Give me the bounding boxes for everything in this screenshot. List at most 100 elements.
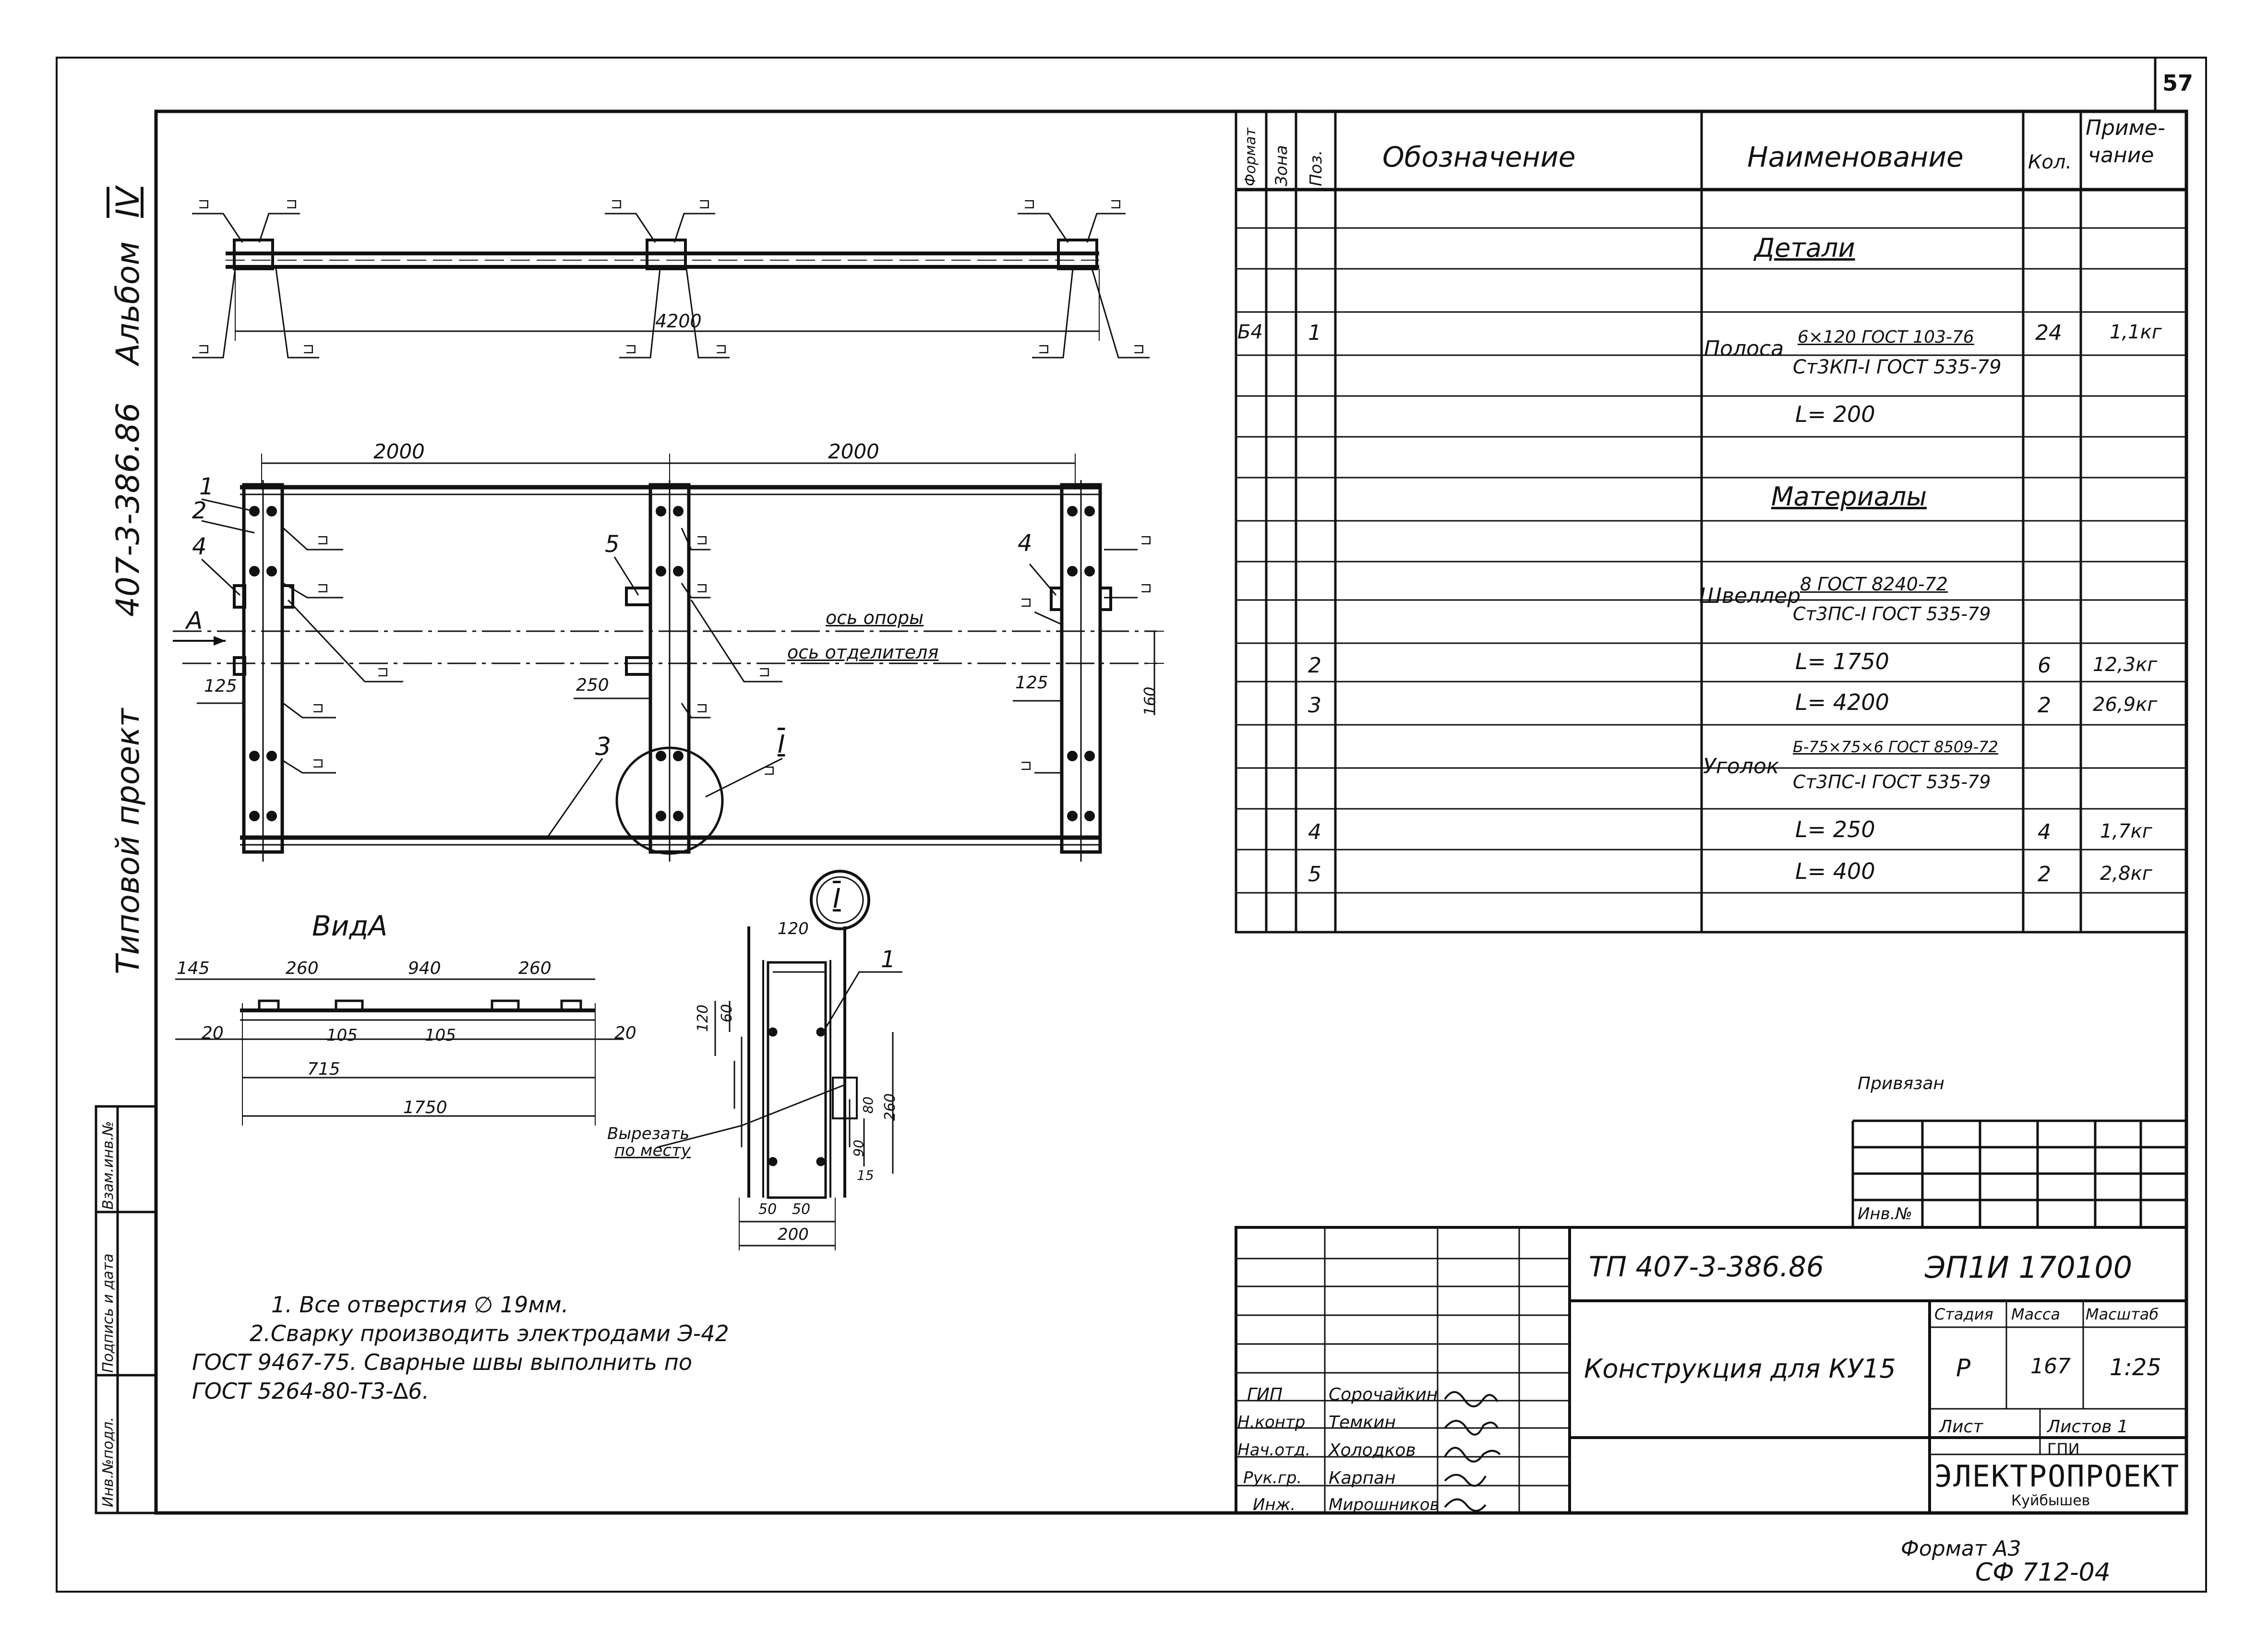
view-dim-940: 940 — [408, 959, 441, 978]
mass-value: 167 — [2030, 1354, 2071, 1379]
view-dim-105-b: 105 — [425, 1026, 456, 1045]
view-dim-715: 715 — [307, 1059, 340, 1079]
header-note-2: чание — [2088, 143, 2154, 168]
org-name: ЭЛЕКТРОПРОЕКТ — [1934, 1459, 2180, 1494]
row3-length: L= 4200 — [1795, 689, 1889, 715]
left-stamp-frame — [95, 1105, 157, 1514]
view-a — [175, 978, 624, 1126]
person-2: Холодков — [1329, 1440, 1416, 1460]
dim-250: 250 — [576, 675, 609, 695]
view-dim-260-a: 260 — [286, 959, 319, 978]
cut-note-b: по месту — [614, 1141, 691, 1160]
axis-separator-label: ось отделителя — [787, 642, 939, 663]
ugolok-name-c: Ст3ПС-I ГОСТ 535-79 — [1793, 771, 1991, 792]
dim-160: 160 — [1140, 686, 1159, 716]
row3-qty: 2 — [2038, 693, 2051, 718]
view-arrow-a: A — [186, 607, 203, 635]
org-line-1: ГПИ — [2047, 1440, 2080, 1458]
callout-2: 2 — [192, 497, 207, 524]
shveller-name-b: 8 ГОСТ 8240-72 — [1800, 574, 1948, 595]
row4-qty: 4 — [2038, 820, 2051, 844]
row5-length: L= 400 — [1795, 858, 1875, 884]
header-qty: Кол. — [2028, 151, 2072, 173]
row1-name-c: Ст3КП-I ГОСТ 535-79 — [1793, 356, 2002, 378]
dim-2000-right: 2000 — [828, 440, 879, 463]
detail-dim-50-a: 50 — [758, 1201, 777, 1218]
detail-dim-120: 120 — [778, 919, 809, 938]
spec-table-rows — [1236, 227, 2186, 894]
stage-value: Р — [1956, 1354, 1971, 1382]
row1-name-a: Полоса — [1704, 336, 1784, 361]
binding-block-frame — [1851, 1119, 2186, 1229]
elevation-view — [192, 213, 1150, 359]
person-0: Сорочайкин — [1329, 1385, 1438, 1404]
row1-pos: 1 — [1308, 321, 1321, 345]
header-name: Наименование — [1747, 141, 1964, 173]
note-2a: 2.Сварку производить электродами Э-42 — [250, 1320, 729, 1346]
drawing-title: Конструкция для КУ15 — [1584, 1354, 1896, 1384]
view-dim-20-b: 20 — [614, 1023, 636, 1043]
row5-qty: 2 — [2038, 862, 2051, 887]
dim-125-left: 125 — [204, 676, 237, 696]
section-materials: Материалы — [1771, 481, 1927, 512]
mass-header: Масса — [2011, 1305, 2061, 1323]
project-type: Типовой проект — [109, 708, 146, 974]
view-dim-1750: 1750 — [403, 1098, 447, 1117]
row3-pos: 3 — [1308, 693, 1321, 718]
view-dim-145: 145 — [177, 959, 210, 978]
detail-i — [657, 870, 902, 1250]
ugolok-name-a: Уголок — [1703, 754, 1779, 779]
axis-support-label: ось опоры — [826, 607, 924, 628]
detail-dim-80: 80 — [860, 1096, 876, 1114]
sheet-number: 57 — [2162, 70, 2194, 96]
album-roman: IV — [109, 187, 146, 218]
row4-length: L= 250 — [1795, 816, 1875, 842]
title-block-grid — [1236, 1227, 2186, 1513]
view-dim-20-a: 20 — [202, 1023, 224, 1043]
detail-dim-90: 90 — [851, 1140, 866, 1157]
row2-note: 12,3кг — [2093, 654, 2158, 676]
role-0: ГИП — [1247, 1385, 1283, 1404]
header-designation: Обозначение — [1382, 141, 1576, 173]
row3-note: 26,9кг — [2093, 694, 2158, 716]
detail-dim-120-v: 120 — [695, 1004, 711, 1032]
row1-length: L= 200 — [1795, 401, 1875, 427]
row5-pos: 5 — [1308, 862, 1321, 887]
dim-125-right: 125 — [1015, 673, 1048, 693]
callout-4-right: 4 — [1018, 530, 1032, 557]
header-format: Формат — [1242, 128, 1259, 186]
detail-mark-i: I — [778, 730, 785, 759]
note-2c: ГОСТ 5264-80-Т3-∆6. — [192, 1378, 430, 1404]
row1-qty: 24 — [2035, 321, 2062, 345]
detail-dim-200: 200 — [778, 1225, 809, 1244]
row1-note: 1,1кг — [2110, 321, 2162, 343]
callout-3: 3 — [595, 732, 612, 761]
header-pos: Поз. — [1307, 150, 1326, 186]
format-note-2: СФ 712-04 — [1975, 1558, 2111, 1587]
header-note-1: Приме- — [2086, 116, 2165, 140]
scale-header: Масштаб — [2086, 1305, 2159, 1323]
cut-note-a: Вырезать — [607, 1124, 690, 1143]
dim-4200: 4200 — [655, 311, 702, 332]
row4-note: 1,7кг — [2100, 820, 2152, 842]
row2-length: L= 1750 — [1795, 648, 1889, 674]
album-text: Альбом — [109, 241, 146, 365]
replace-inv-label: Взам.инв.№ — [100, 1121, 117, 1210]
detail-dim-60: 60 — [719, 1004, 735, 1022]
sheets-label: Листов 1 — [2047, 1417, 2128, 1437]
view-a-title: ВидА — [312, 910, 388, 942]
role-2: Нач.отд. — [1237, 1440, 1311, 1460]
spec-table-frame — [1235, 110, 2188, 934]
plan-view — [173, 454, 1164, 862]
view-dim-105-a: 105 — [326, 1026, 358, 1045]
detail-title-i: I — [833, 883, 841, 914]
album-label: Альбом IV — [109, 187, 146, 365]
detail-callout-1: 1 — [881, 946, 896, 973]
section-details: Детали — [1754, 233, 1855, 263]
row5-note: 2,8кг — [2100, 863, 2152, 885]
row2-qty: 6 — [2038, 653, 2051, 678]
outer-frame — [56, 57, 2207, 1593]
shveller-name-a: Швеллер — [1699, 584, 1801, 608]
role-1: Н.контр — [1237, 1413, 1306, 1432]
